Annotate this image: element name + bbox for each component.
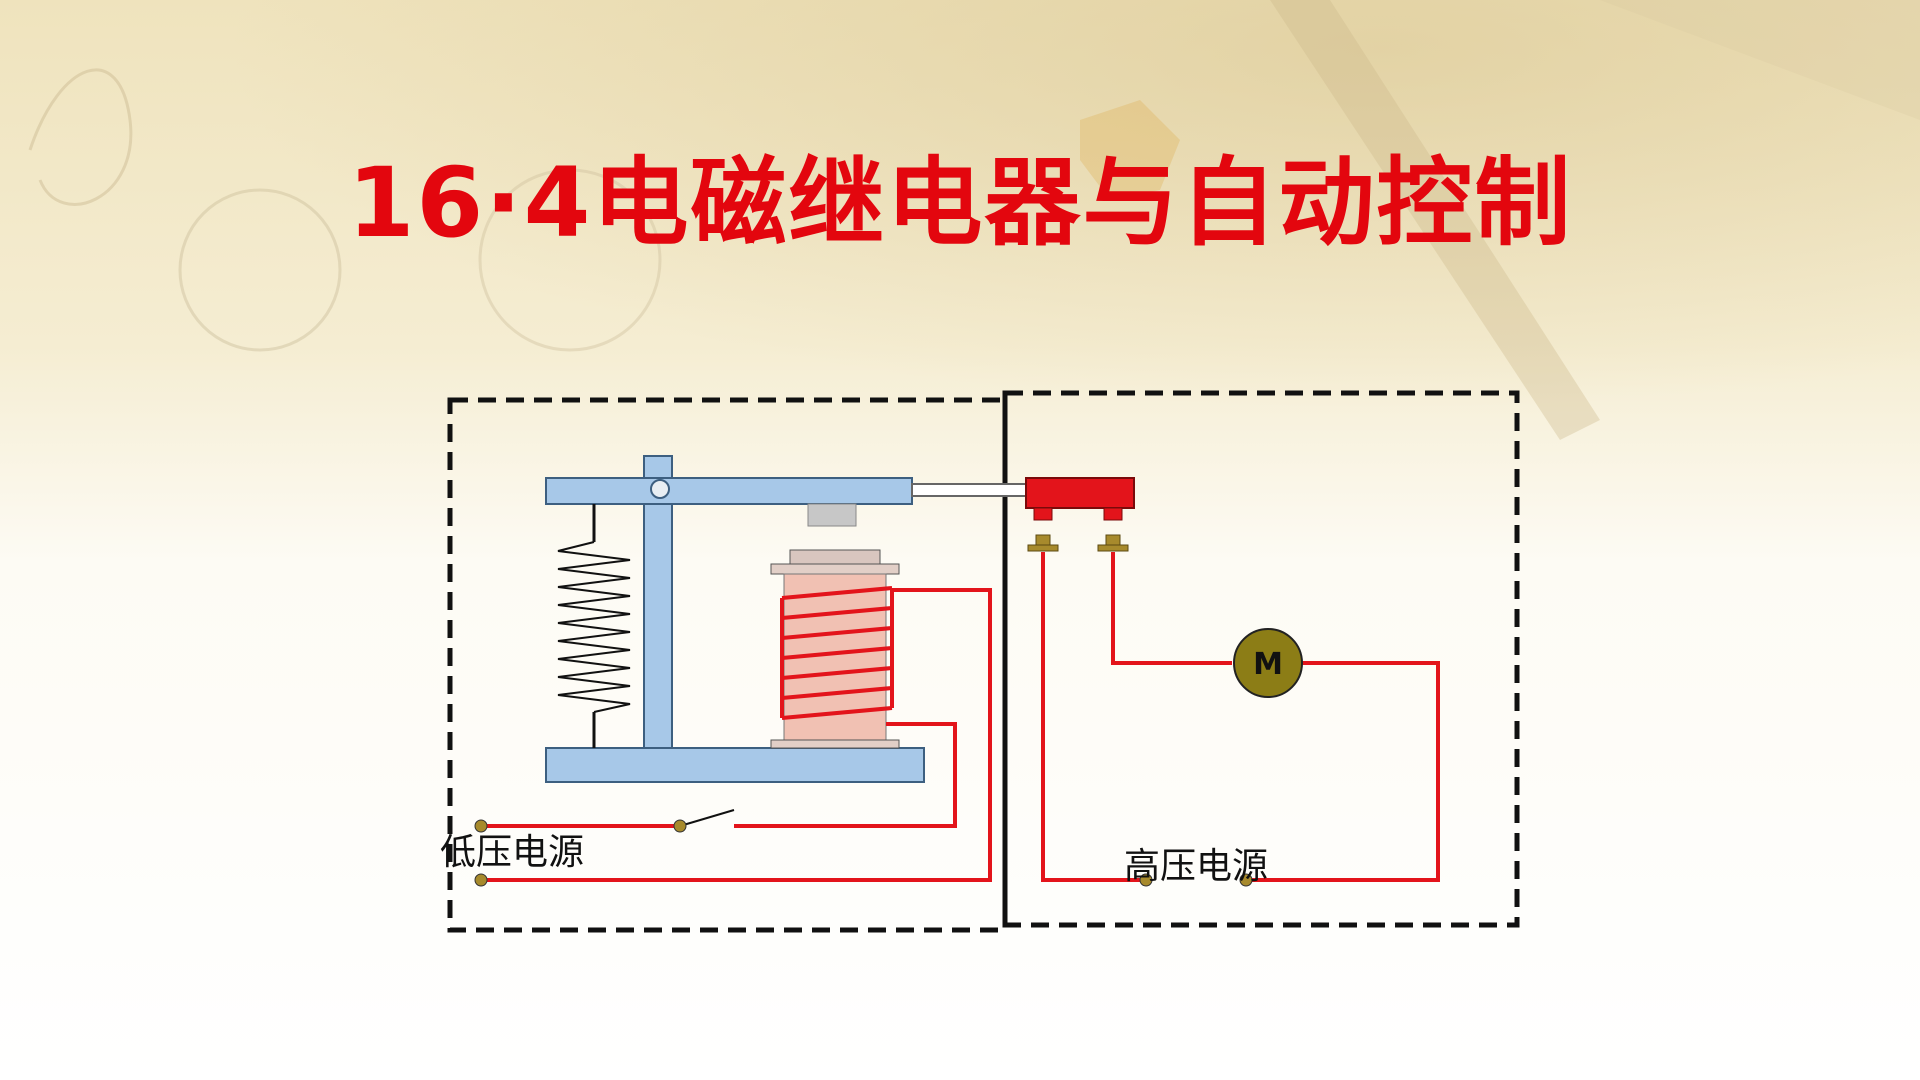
low-voltage-wires <box>480 588 992 882</box>
iron-block <box>807 503 857 527</box>
pivot-pin <box>650 479 670 499</box>
return-spring <box>557 541 631 713</box>
high-voltage-terminal-right <box>1239 873 1253 887</box>
moving-contact <box>1025 477 1135 509</box>
low-voltage-terminal-top <box>474 819 488 833</box>
motor-icon <box>1233 628 1303 698</box>
slide-title: 16·4电磁继电器与自动控制 <box>347 147 1573 259</box>
low-voltage-switch[interactable] <box>679 809 735 827</box>
low-voltage-terminal-bottom <box>474 873 488 887</box>
motor-label: M <box>1253 647 1283 682</box>
high-voltage-terminal-left <box>1139 873 1153 887</box>
high-voltage-wires <box>1041 552 1440 882</box>
relay-base <box>545 747 925 783</box>
core-cap <box>770 563 900 575</box>
connecting-rod <box>911 483 1031 497</box>
armature-lever <box>545 477 913 505</box>
high-voltage-circuit-box <box>1002 390 1520 928</box>
core-top <box>789 549 881 565</box>
low-voltage-circuit-box <box>447 397 1008 933</box>
high-voltage-label: 高压电源 <box>1124 846 1268 887</box>
core-bottom-cap <box>770 739 900 749</box>
coil-winding <box>780 586 894 720</box>
stationary-contacts <box>1027 534 1129 552</box>
low-voltage-label: 低压电源 <box>440 832 584 873</box>
